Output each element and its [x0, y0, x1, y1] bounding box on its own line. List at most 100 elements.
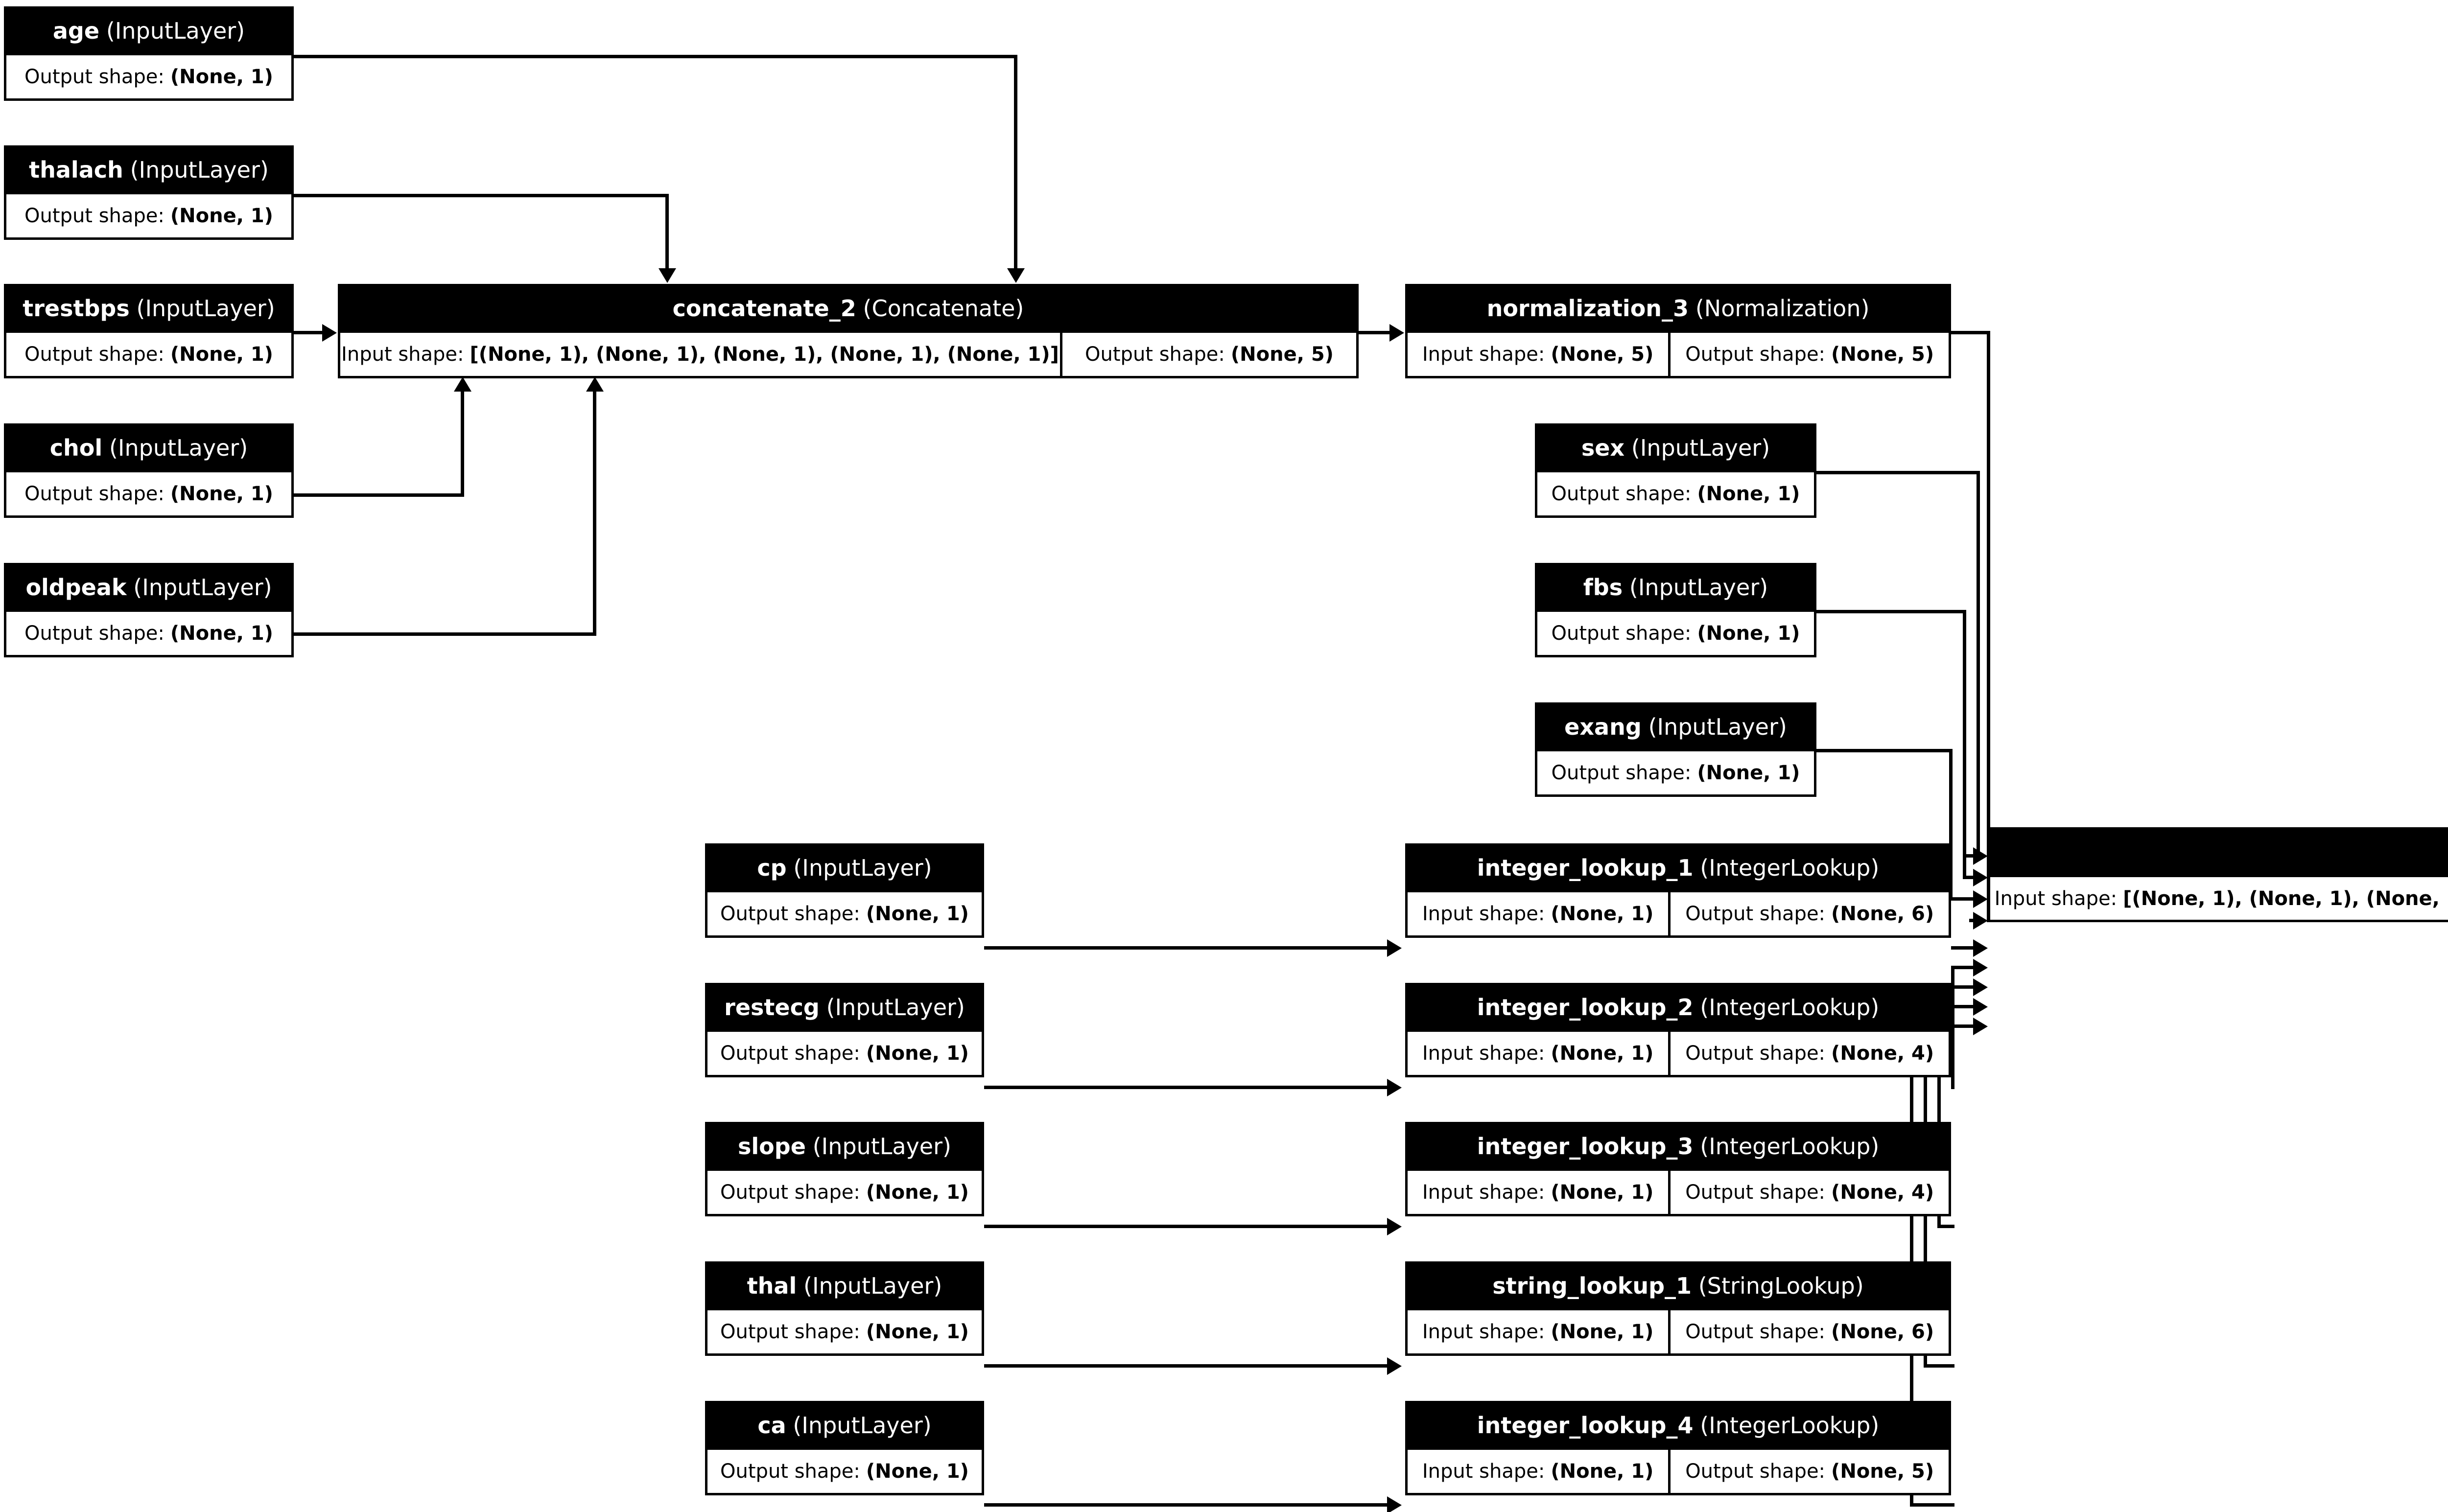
node-thalach-type: (InputLayer): [130, 157, 269, 183]
node-restecg-name: restecg: [724, 994, 820, 1021]
node-slope-header: slope (InputLayer): [707, 1124, 982, 1168]
node-string-lookup-1-output-value: (None, 6): [1831, 1321, 1934, 1343]
node-slope-output-cell: Output shape: (None, 1): [707, 1171, 982, 1214]
node-chol-type: (InputLayer): [109, 435, 248, 461]
node-sex-header: sex (InputLayer): [1537, 426, 1814, 470]
node-ca-type: (InputLayer): [793, 1412, 932, 1439]
node-concatenate-3-body: Input shape: [(None, 1), (None, 1), (Non…: [1990, 875, 2448, 920]
output-shape-label: Output shape:: [1685, 1181, 1826, 1204]
node-integer-lookup-2-type: (IntegerLookup): [1700, 994, 1880, 1021]
node-concatenate-2-name: concatenate_2: [672, 295, 856, 322]
node-integer-lookup-4[interactable]: integer_lookup_4 (IntegerLookup) Input s…: [1405, 1401, 1951, 1495]
arrowhead-into-concatenate2-top-thalach: [659, 268, 676, 283]
edge-oldpeak-to-concatenate2-v: [593, 392, 596, 636]
output-shape-label: Output shape:: [720, 903, 860, 925]
node-concatenate-2-input-value: [(None, 1), (None, 1), (None, 1), (None,…: [470, 343, 1059, 366]
node-string-lookup-1[interactable]: string_lookup_1 (StringLookup) Input sha…: [1405, 1261, 1951, 1356]
node-thalach[interactable]: thalach (InputLayer) Output shape: (None…: [4, 145, 294, 240]
node-integer-lookup-4-input-cell: Input shape: (None, 1): [1408, 1450, 1668, 1493]
node-thal[interactable]: thal (InputLayer) Output shape: (None, 1…: [705, 1261, 984, 1356]
node-concatenate-2-input-cell: Input shape: [(None, 1), (None, 1), (Non…: [340, 333, 1060, 376]
output-shape-label: Output shape:: [1551, 483, 1692, 505]
node-fbs-header: fbs (InputLayer): [1537, 565, 1814, 609]
node-restecg-output-value: (None, 1): [866, 1042, 969, 1065]
input-shape-label: Input shape:: [1422, 1042, 1545, 1065]
edge-age-to-concatenate2-h: [294, 55, 1017, 58]
node-chol-output-value: (None, 1): [170, 483, 273, 505]
node-chol-name: chol: [49, 435, 103, 461]
edge-sex-to-concatenate3-h2: [1963, 854, 1980, 858]
node-exang[interactable]: exang (InputLayer) Output shape: (None, …: [1535, 702, 1816, 797]
node-restecg[interactable]: restecg (InputLayer) Output shape: (None…: [705, 983, 984, 1077]
node-ca[interactable]: ca (InputLayer) Output shape: (None, 1): [705, 1401, 984, 1495]
input-shape-label: Input shape:: [1422, 1181, 1545, 1204]
node-sex-name: sex: [1581, 435, 1625, 461]
node-cp-body: Output shape: (None, 1): [707, 890, 982, 935]
node-oldpeak[interactable]: oldpeak (InputLayer) Output shape: (None…: [4, 563, 294, 657]
node-trestbps-output-cell: Output shape: (None, 1): [6, 333, 291, 376]
output-shape-label: Output shape:: [1685, 1321, 1826, 1343]
node-integer-lookup-2-input-value: (None, 1): [1551, 1042, 1654, 1065]
node-sex[interactable]: sex (InputLayer) Output shape: (None, 1): [1535, 423, 1816, 518]
node-trestbps-body: Output shape: (None, 1): [6, 330, 291, 376]
arrowhead-into-lookup2: [1387, 1079, 1402, 1096]
node-integer-lookup-1[interactable]: integer_lookup_1 (IntegerLookup) Input s…: [1405, 843, 1951, 938]
node-integer-lookup-2[interactable]: integer_lookup_2 (IntegerLookup) Input s…: [1405, 983, 1951, 1077]
node-age-header: age (InputLayer): [6, 9, 291, 53]
node-chol[interactable]: chol (InputLayer) Output shape: (None, 1…: [4, 423, 294, 518]
node-normalization-3[interactable]: normalization_3 (Normalization) Input sh…: [1405, 284, 1951, 378]
node-trestbps[interactable]: trestbps (InputLayer) Output shape: (Non…: [4, 284, 294, 378]
node-thalach-output-value: (None, 1): [170, 205, 273, 227]
node-integer-lookup-4-name: integer_lookup_4: [1477, 1412, 1694, 1439]
node-integer-lookup-3[interactable]: integer_lookup_3 (IntegerLookup) Input s…: [1405, 1122, 1951, 1216]
node-normalization-3-output-cell: Output shape: (None, 5): [1668, 333, 1949, 376]
edge-lookup2-to-concatenate3-h: [1951, 1086, 1954, 1089]
edge-exang-to-concatenate3-h2: [1949, 897, 1980, 901]
edge-chol-to-concatenate2-v: [461, 392, 464, 497]
node-string-lookup-1-body: Input shape: (None, 1) Output shape: (No…: [1408, 1308, 1949, 1353]
node-cp[interactable]: cp (InputLayer) Output shape: (None, 1): [705, 843, 984, 938]
edge-exang-to-concatenate3-v: [1949, 749, 1953, 901]
edge-normalization3-to-concatenate3-v: [1987, 331, 1990, 922]
arrowhead-into-concatenate3-strlookup1: [1973, 998, 1988, 1016]
output-shape-label: Output shape:: [720, 1321, 860, 1343]
edge-lookup3-to-concatenate3-h2: [1937, 985, 1980, 989]
node-fbs-name: fbs: [1583, 574, 1623, 601]
node-concatenate-2-output-value: (None, 5): [1230, 343, 1334, 366]
node-concatenate-2[interactable]: concatenate_2 (Concatenate) Input shape:…: [338, 284, 1359, 378]
node-integer-lookup-1-output-cell: Output shape: (None, 6): [1668, 892, 1949, 935]
arrowhead-into-lookup1: [1387, 939, 1402, 957]
arrowhead-into-concatenate3-sex: [1973, 847, 1988, 865]
arrowhead-into-concatenate3-lookup2: [1973, 959, 1988, 977]
edge-lookup3-to-concatenate3-v: [1937, 985, 1941, 1227]
edge-exang-to-concatenate3-h: [1816, 749, 1953, 752]
node-integer-lookup-2-name: integer_lookup_2: [1477, 994, 1694, 1021]
node-slope-type: (InputLayer): [812, 1133, 951, 1160]
node-ca-output-value: (None, 1): [866, 1460, 969, 1483]
node-concatenate-3[interactable]: concatenate_3 (Concatenate) Input shape:…: [1988, 827, 2448, 922]
output-shape-label: Output shape:: [24, 66, 165, 88]
node-integer-lookup-3-type: (IntegerLookup): [1700, 1133, 1880, 1160]
edge-sex-to-concatenate3-h: [1816, 471, 1980, 474]
arrowhead-into-lookup3: [1387, 1218, 1402, 1235]
node-integer-lookup-1-input-value: (None, 1): [1551, 903, 1654, 925]
arrowhead-into-concatenate3-lookup1: [1973, 939, 1988, 957]
node-integer-lookup-3-output-cell: Output shape: (None, 4): [1668, 1171, 1949, 1214]
node-normalization-3-name: normalization_3: [1486, 295, 1689, 322]
edge-sex-to-concatenate3-v: [1977, 471, 1980, 858]
node-integer-lookup-1-type: (IntegerLookup): [1700, 855, 1880, 881]
edge-normalization3-to-concatenate3-h: [1951, 331, 1990, 334]
node-age[interactable]: age (InputLayer) Output shape: (None, 1): [4, 6, 294, 101]
node-slope[interactable]: slope (InputLayer) Output shape: (None, …: [705, 1122, 984, 1216]
node-fbs[interactable]: fbs (InputLayer) Output shape: (None, 1): [1535, 563, 1816, 657]
node-integer-lookup-1-name: integer_lookup_1: [1477, 855, 1694, 881]
edge-slope-to-lookup3: [984, 1225, 1388, 1228]
node-integer-lookup-1-input-cell: Input shape: (None, 1): [1408, 892, 1668, 935]
node-oldpeak-output-cell: Output shape: (None, 1): [6, 612, 291, 655]
node-integer-lookup-1-output-value: (None, 6): [1831, 903, 1934, 925]
node-thal-output-value: (None, 1): [866, 1321, 969, 1343]
input-shape-label: Input shape:: [1422, 1460, 1545, 1483]
edge-oldpeak-to-concatenate2-h: [294, 632, 596, 636]
edge-strlookup1-to-concatenate3-h2: [1924, 1005, 1980, 1008]
